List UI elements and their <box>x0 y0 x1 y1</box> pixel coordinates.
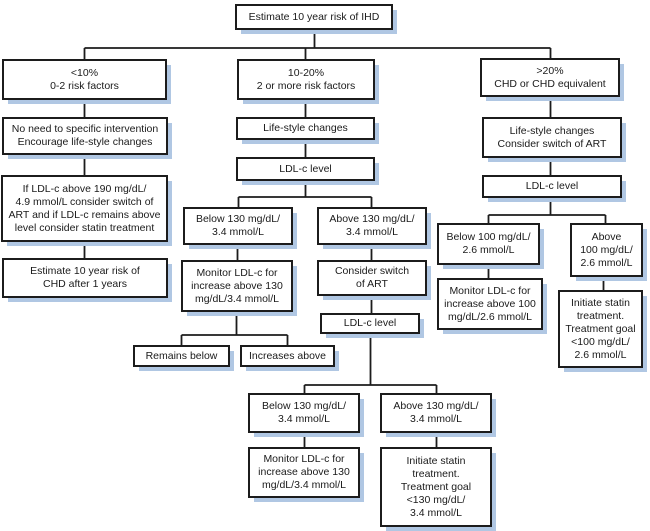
node-monitor-ldl-130: Monitor LDL-c for increase above 130 mg/… <box>181 260 293 312</box>
node-estimate-ihd-risk: Estimate 10 year risk of IHD <box>235 4 393 30</box>
node-above-130-recheck: Above 130 mg/dL/ 3.4 mmol/L <box>380 393 492 433</box>
node-below-130-recheck: Below 130 mg/dL/ 3.4 mmol/L <box>248 393 360 433</box>
node-moderate-risk: 10-20% 2 or more risk factors <box>237 59 375 100</box>
node-initiate-statin-130: Initiate statin treatment. Treatment goa… <box>380 447 492 527</box>
node-monitor-ldl-100: Monitor LDL-c for increase above 100 mg/… <box>437 278 543 330</box>
node-below-100: Below 100 mg/dL/ 2.6 mmol/L <box>437 223 540 265</box>
node-ldl-above-190-switch-art: If LDL-c above 190 mg/dL/ 4.9 mmol/L con… <box>1 175 168 242</box>
node-ldl-level-3: LDL-c level <box>482 175 622 198</box>
node-high-risk: >20% CHD or CHD equivalent <box>480 58 620 97</box>
node-monitor-ldl-130-recheck: Monitor LDL-c for increase above 130 mg/… <box>248 447 360 498</box>
node-lifestyle-changes: Life-style changes <box>236 117 375 140</box>
node-low-risk: <10% 0-2 risk factors <box>2 59 167 100</box>
node-consider-switch-art: Consider switch of ART <box>317 260 427 296</box>
node-lifestyle-switch-art: Life-style changes Consider switch of AR… <box>482 117 622 158</box>
node-increases-above: Increases above <box>240 345 335 367</box>
node-ldl-level-1: LDL-c level <box>236 157 375 181</box>
node-above-130-initial: Above 130 mg/dL/ 3.4 mmol/L <box>317 207 427 245</box>
node-below-130-initial: Below 130 mg/dL/ 3.4 mmol/L <box>183 207 293 245</box>
node-ldl-level-2: LDL-c level <box>320 313 420 334</box>
node-no-intervention: No need to specific intervention Encoura… <box>2 117 168 155</box>
node-reestimate-chd-1year: Estimate 10 year risk of CHD after 1 yea… <box>2 258 168 298</box>
node-remains-below: Remains below <box>133 345 230 367</box>
node-initiate-statin-100: Initiate statin treatment. Treatment goa… <box>558 290 643 368</box>
node-above-100: Above 100 mg/dL/ 2.6 mmol/L <box>570 223 643 277</box>
